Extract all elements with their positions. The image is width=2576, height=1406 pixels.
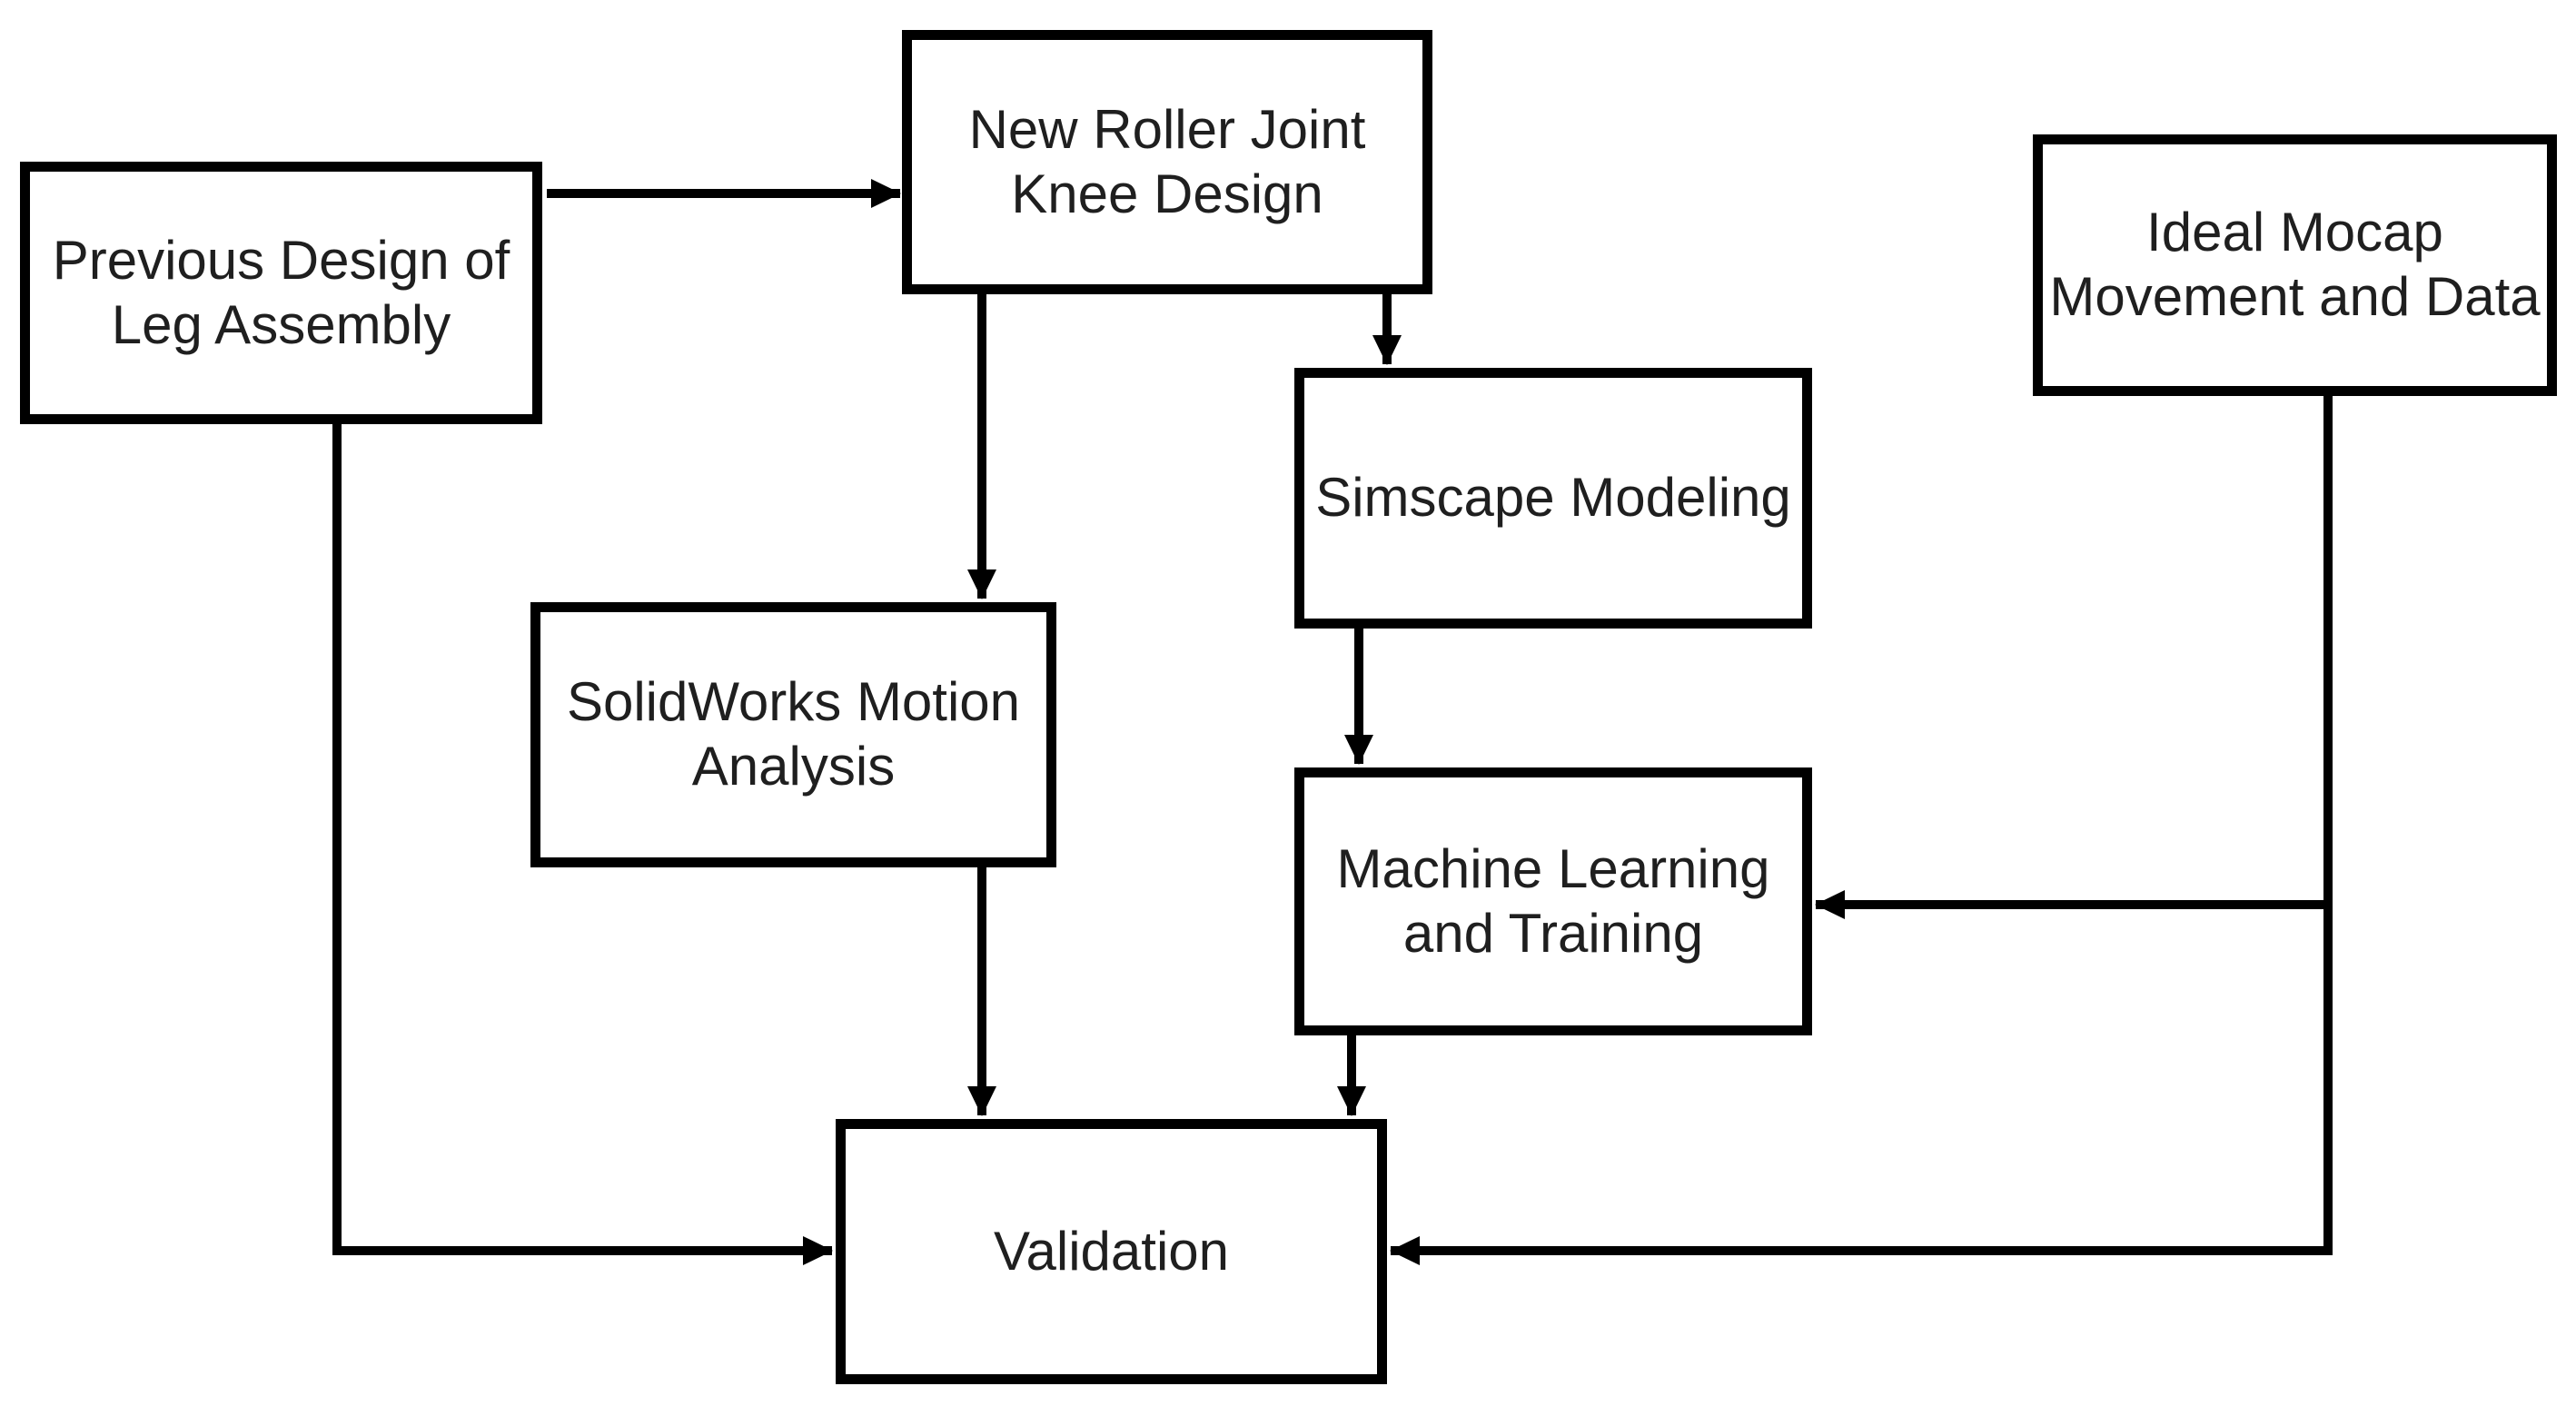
edge-previous-design-to-validation	[332, 424, 834, 1266]
node-solidworks-motion-analysis: SolidWorks Motion Analysis	[530, 602, 1056, 867]
node-machine-learning-and-training: Machine Learning and Training	[1294, 767, 1812, 1035]
node-ideal-mocap-movement-and-data: Ideal Mocap Movement and Data	[2033, 134, 2557, 396]
node-label-solidworks: SolidWorks Motion Analysis	[566, 671, 1021, 797]
node-label-simscape: Simscape Modeling	[1315, 467, 1791, 529]
node-new-roller-joint-knee-design: New Roller Joint Knee Design	[902, 30, 1432, 294]
node-validation: Validation	[836, 1119, 1387, 1384]
node-label-previous-design: Previous Design of Leg Assembly	[52, 229, 510, 355]
node-label-validation: Validation	[993, 1220, 1230, 1282]
node-label-new-roller: New Roller Joint Knee Design	[968, 98, 1366, 224]
node-simscape-modeling: Simscape Modeling	[1294, 368, 1812, 629]
node-label-ideal-mocap: Ideal Mocap Movement and Data	[2049, 202, 2541, 327]
node-label-machine-learning: Machine Learning and Training	[1336, 837, 1770, 964]
edge-ideal-mocap-to-validation	[1389, 396, 2333, 1265]
node-previous-design-of-leg-assembly: Previous Design of Leg Assembly	[20, 162, 542, 424]
